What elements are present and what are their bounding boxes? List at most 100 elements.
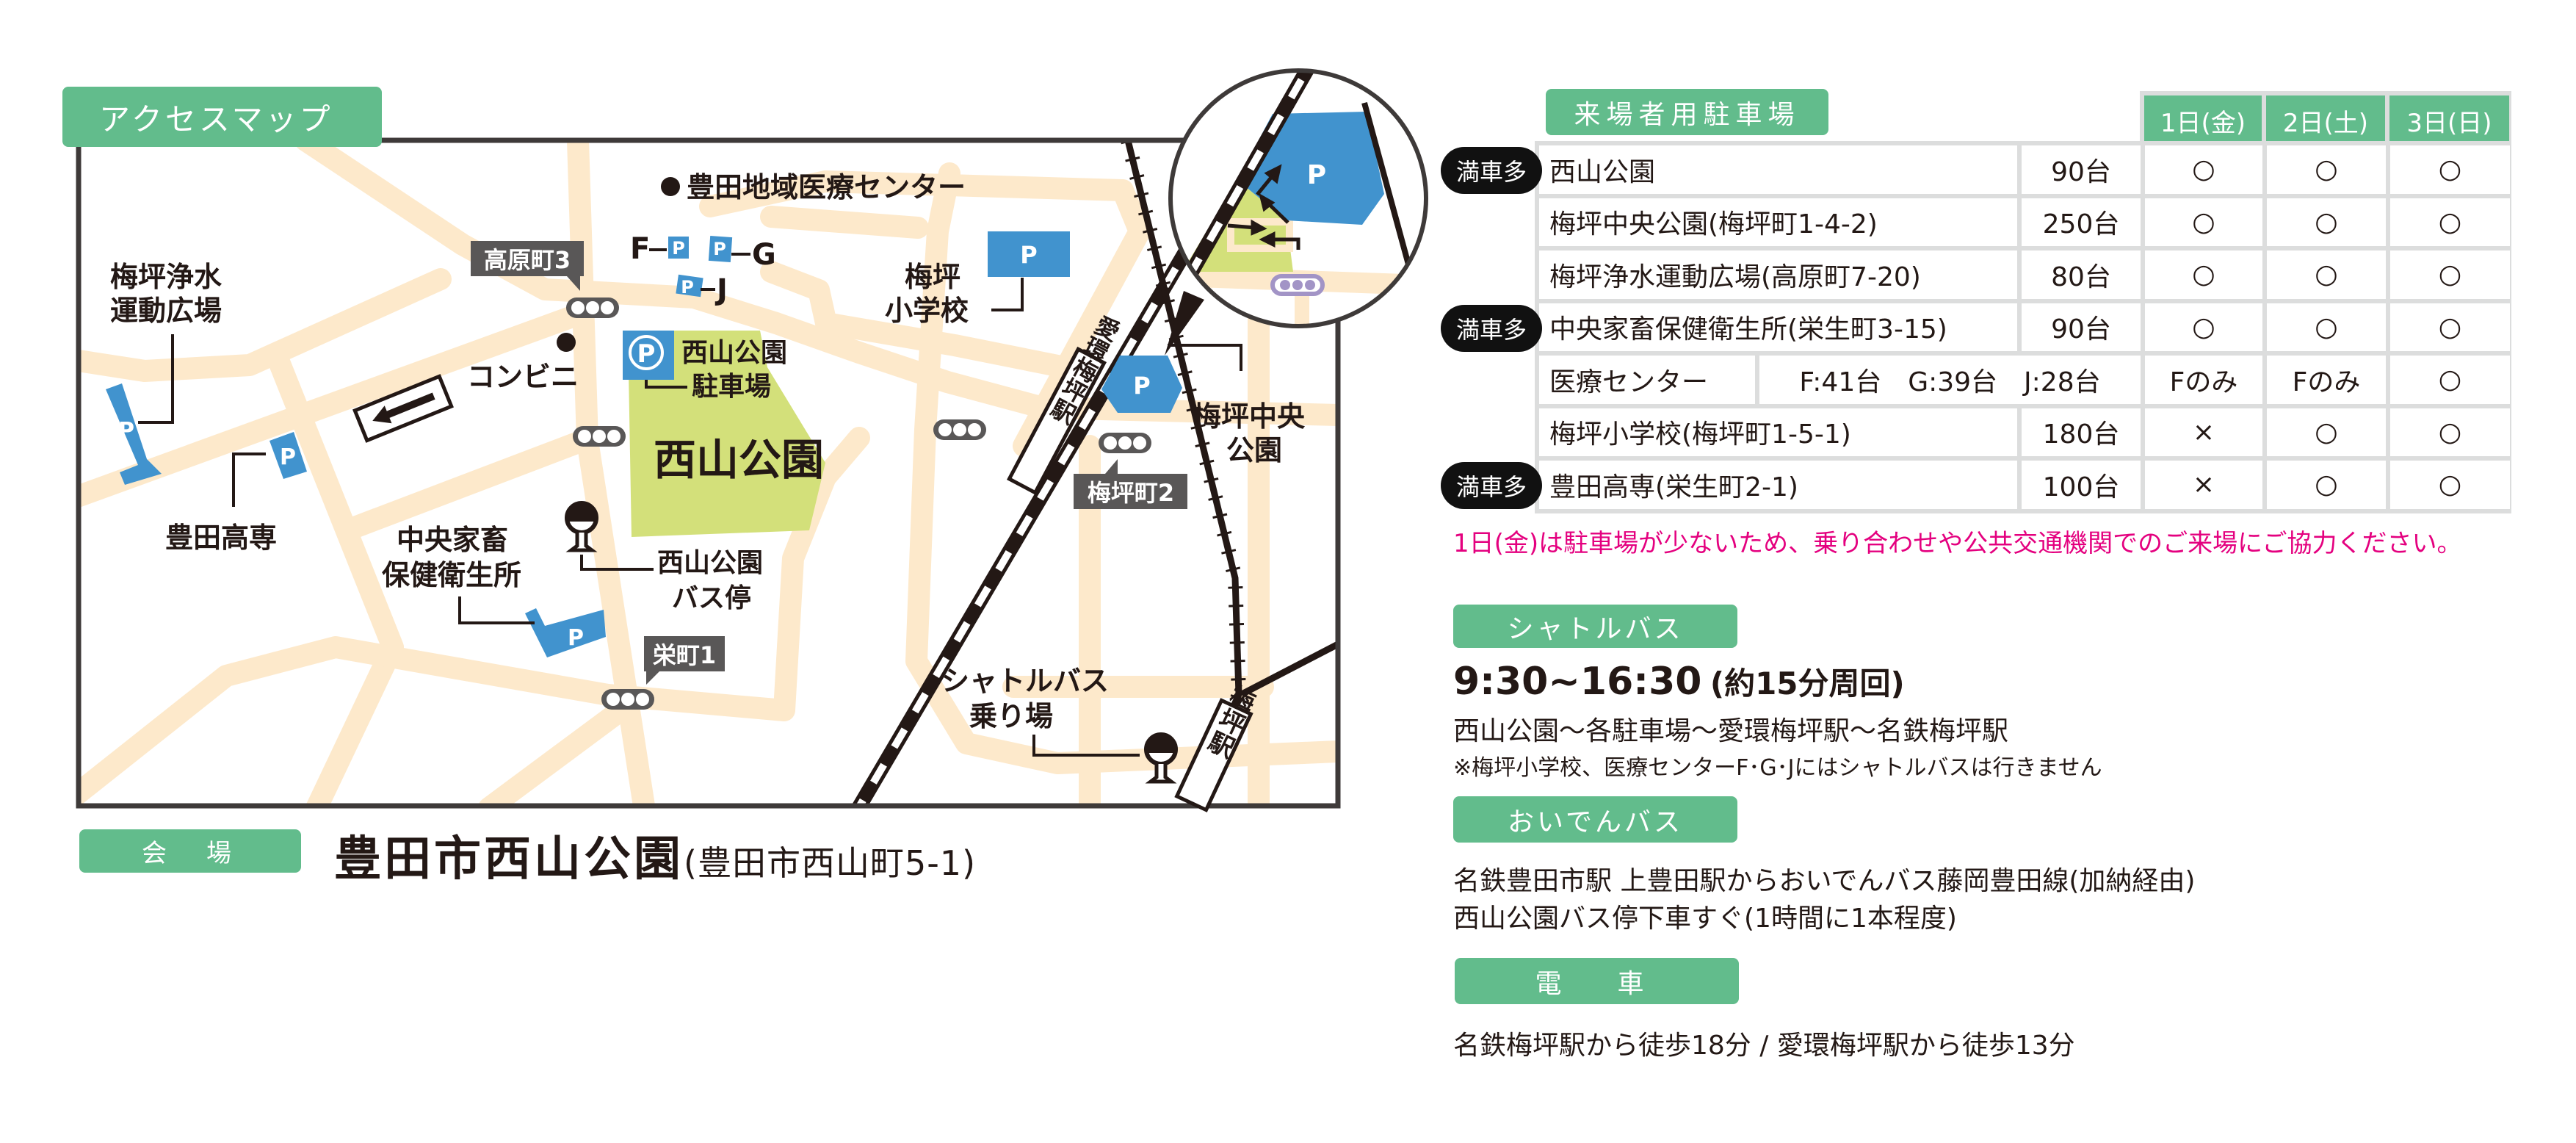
day-header-3: 3日(日) [2389,95,2509,145]
parking-g: P [708,235,733,263]
parking-name: 豊田高専(栄生町2-1) [1539,461,2017,509]
parking-warning-note: 1日(金)は駐車場が少ないため、乗り合わせや公共交通機関でのご来場にご協力くださ… [1453,529,2462,558]
traffic-light-icon [1099,433,1151,453]
label-medical-center: 豊田地域医療センター [687,171,966,203]
traffic-light-icon [573,426,626,447]
svg-text:P: P [118,418,134,444]
shuttle-time: 9:30~16:30 [1453,660,1702,704]
day-header-2: 2日(土) [2266,95,2385,145]
availability-day1: ○ [2145,145,2262,194]
svg-text:P: P [681,277,694,298]
full-warning-badge: 満車多 [1441,304,1542,352]
shuttle-title: シャトルバス [1453,605,1737,648]
availability-day2: ○ [2267,461,2386,509]
parking-capacity: 180台 [2022,408,2141,456]
availability-day3: ○ [2390,145,2510,194]
intersection-takahara3: 高原町3 [471,241,584,291]
label-f: F [630,232,650,266]
full-warning-badge: 満車多 [1441,462,1542,509]
parking-name: 医療センター [1539,356,1755,404]
label-central-park: 梅坪中央 [1193,400,1306,433]
label-nishiyama-park: 西山公園 [654,435,824,485]
oiden-bus-title: おいでんバス [1453,796,1737,843]
svg-text:P: P [637,339,656,369]
parking-johsui: P [106,383,162,485]
traffic-light-icon [1270,274,1325,296]
parking-title: 来場者用駐車場 [1546,89,1828,135]
train-title: 電 車 [1455,958,1739,1004]
konbini-dot [557,333,576,352]
label-johsui: 梅坪浄水 [110,261,222,293]
label-bus-stop-2: バス停 [672,583,751,613]
svg-text:P: P [280,444,296,470]
parking-name: 梅坪中央公園(梅坪町1-4-2) [1539,198,2017,246]
label-chuo-2: 保健衛生所 [382,559,521,591]
availability-day1: × [2145,461,2262,509]
label-central-park-2: 公園 [1226,434,1282,466]
parking-name: 中央家畜保健衛生所(栄生町3-15) [1539,303,2017,351]
parking-capacity: F:41台 G:39台 J:28台 [1759,356,2141,404]
availability-day3: ○ [2390,303,2510,351]
train-line-1: 名鉄梅坪駅から徒歩18分 / 愛環梅坪駅から徒歩13分 [1453,1031,2075,1061]
availability-day1: Fのみ [2145,356,2262,404]
traffic-light-icon [566,298,619,318]
label-johsui-2: 運動広場 [110,295,222,327]
parking-day-header: 1日(金) 2日(土) 3日(日) [2140,91,2511,150]
availability-day3: ○ [2390,408,2510,456]
venue-label: 会 場 [79,829,301,873]
parking-j: P [676,274,703,298]
availability-day3: ○ [2390,356,2510,404]
parking-school: P [988,231,1070,277]
day-header-1: 1日(金) [2144,95,2262,145]
availability-day2: ○ [2267,145,2386,194]
map-frame [76,137,1341,809]
parking-capacity: 250台 [2022,198,2141,246]
svg-text:高原町3: 高原町3 [484,246,571,274]
label-kosen: 豊田高専 [165,522,277,554]
availability-day3: ○ [2390,461,2510,509]
shuttle-route: 西山公園～各駐車場～愛環梅坪駅～名鉄梅坪駅 [1453,716,2009,746]
label-g: G [752,238,776,272]
label-school-2: 小学校 [885,295,969,327]
svg-text:P: P [568,625,584,651]
availability-day1: ○ [2145,303,2262,351]
shuttle-interval: (約15分周回) [1710,666,1905,702]
parking-kosen: P [269,432,307,479]
label-park-parking-2: 駐車場 [692,372,771,402]
shuttle-time-line: 9:30~16:30 (約15分周回) [1453,659,1905,704]
parking-capacity: 100台 [2022,461,2141,509]
intersection-umetsubo2: 梅坪町2 [1074,459,1187,509]
availability-day2: ○ [2267,303,2386,351]
availability-day2: ○ [2267,250,2386,299]
parking-name: 梅坪浄水運動広場(高原町7-20) [1539,250,2017,299]
availability-day1: ○ [2145,250,2262,299]
full-warning-badge: 満車多 [1441,147,1542,194]
label-park-parking: 西山公園 [681,338,787,368]
parking-name: 梅坪小学校(梅坪町1-5-1) [1539,408,2017,456]
label-shuttle-stop: シャトルバス [941,665,1109,697]
venue-address: (豊田市西山町5-1) [684,843,977,883]
venue-name: 豊田市西山公園(豊田市西山町5-1) [334,821,976,889]
availability-day1: ○ [2145,198,2262,246]
label-konbini: コンビニ [467,361,579,393]
availability-day2: ○ [2267,408,2386,456]
parking-capacity: 90台 [2022,145,2141,194]
parking-nishiyama: P [623,331,674,380]
svg-text:P: P [1020,241,1037,269]
availability-day1: × [2145,408,2262,456]
oiden-line-2: 西山公園バス停下車すぐ(1時間に1本程度) [1453,904,1957,934]
parking-capacity: 90台 [2022,303,2141,351]
svg-text:P: P [672,238,685,259]
one-way-arrow-icon [352,374,454,443]
parking-capacity: 80台 [2022,250,2141,299]
intersection-sakae1: 栄町1 [644,636,725,685]
label-chuo: 中央家畜 [397,524,508,556]
svg-text:栄町1: 栄町1 [653,641,716,669]
oiden-line-1: 名鉄豊田市駅 上豊田駅からおいでんバス藤岡豊田線(加納経由) [1453,866,2196,896]
label-bus-stop: 西山公園 [657,548,763,578]
availability-day3: ○ [2390,250,2510,299]
traffic-light-icon [933,419,986,440]
access-map-title: アクセスマップ [62,87,382,147]
